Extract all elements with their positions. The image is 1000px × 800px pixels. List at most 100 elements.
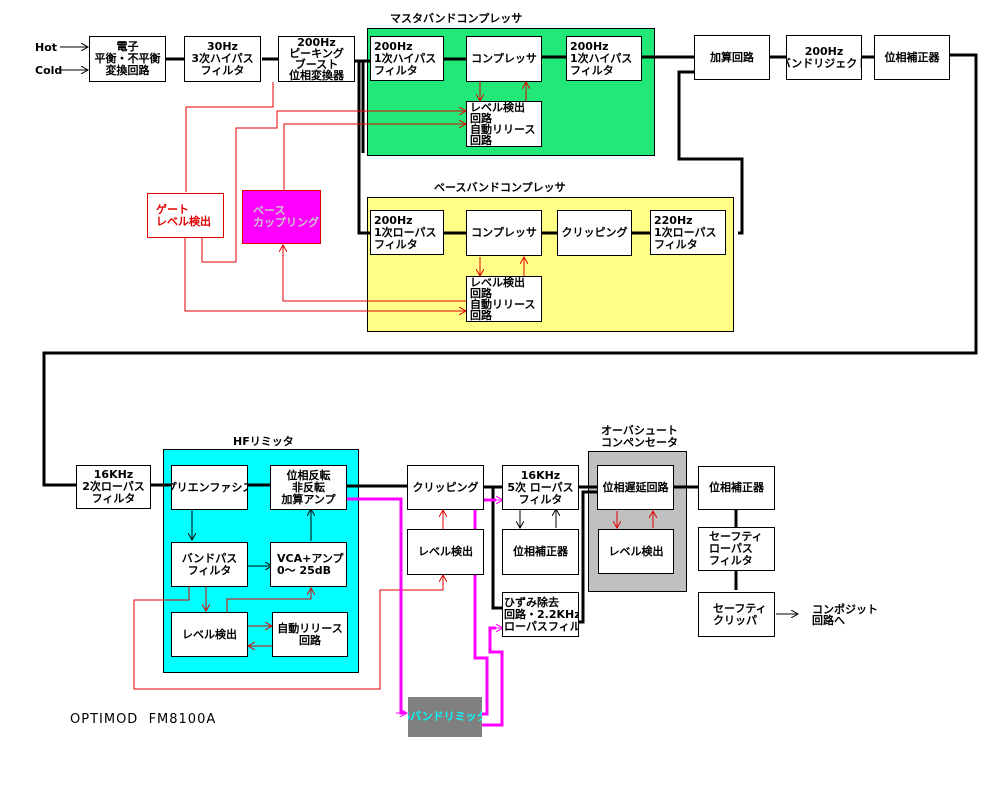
phase2-label: 位相補正器 xyxy=(709,481,764,494)
bass-lpf2-block: 220Hz 1次ローパス フィルタ xyxy=(650,210,726,255)
phase-delay-block: 位相遅延回路 xyxy=(597,465,674,510)
master-hpf2-block: 200Hz 1次ハイパス フィルタ xyxy=(566,36,642,81)
blpf2-line1: 220Hz xyxy=(654,213,693,227)
phase-corrector-1-block: 位相補正器 xyxy=(874,35,950,80)
safety-clipper-block: セーフティ クリッパ xyxy=(698,592,775,637)
coupling-line2: カップリング xyxy=(253,216,319,229)
mhpf2-line2: 1次ハイパス xyxy=(570,51,633,65)
dist-line2: 回路・2.2KHz xyxy=(504,607,579,621)
hpf30-line1: 30Hz xyxy=(207,40,238,53)
clip2level-label: レベル検出 xyxy=(418,545,473,558)
lpf-16khz-5th-block: 16KHz 5次 ローパス フィルタ xyxy=(502,465,579,510)
hot-input-label: Hot xyxy=(35,41,58,54)
ctrl-gate-bass xyxy=(184,238,466,311)
gate-line2: レベル検出 xyxy=(156,214,211,228)
overshoot-title-line2: コンペンセータ xyxy=(601,436,678,449)
lpf-16khz-2nd-block: 16KHz 2次ローパス フィルタ xyxy=(76,465,151,509)
blpf2-line3: フィルタ xyxy=(654,237,698,251)
vca-line1: VCA+アンプ xyxy=(277,551,344,565)
mhpf-line3: フィルタ xyxy=(374,63,418,77)
bclip-label: クリッピング xyxy=(561,226,628,239)
master-band-compressor-title: マスタバンドコンプレッサ xyxy=(390,12,523,25)
mhpf2-line1: 200Hz xyxy=(570,39,609,53)
reject-line1: 200Hz xyxy=(804,44,844,58)
bass-lpf-block: 200Hz 1次ローパス フィルタ xyxy=(370,210,444,255)
invamp-line3: 加算アンプ xyxy=(281,492,336,506)
bass-coupling-block: ベース カップリング xyxy=(242,190,321,244)
blevel-line2: 回路 xyxy=(470,287,492,300)
mlevel-line4: 回路 xyxy=(470,134,492,147)
balance-line1: 電子 xyxy=(116,40,139,53)
bcomp-label: コンプレッサ xyxy=(471,226,537,239)
bass-band-compressor-title: ベースバンドコンプレッサ xyxy=(434,181,566,194)
wire-inv-sixband xyxy=(347,497,406,715)
peaking-line4: 位相変換器 xyxy=(289,69,344,82)
safety-lpf-block: セーフティ ローパス フィルタ xyxy=(698,527,775,571)
blpf-line1: 200Hz xyxy=(374,213,413,227)
vca-amp-block: VCA+アンプ 0〜 25dB xyxy=(270,542,347,587)
balance-converter-block: 電子 平衡・不平衡 変換回路 xyxy=(89,36,166,82)
preemph-label: プリエンファシス xyxy=(172,480,247,494)
hpf-30hz-block: 30Hz 3次ハイパス フィルタ xyxy=(184,36,261,82)
composite-output-label: コンポジット 回路へ xyxy=(812,604,878,626)
mhpf2-line3: フィルタ xyxy=(570,63,614,77)
lpf16-line1: 16KHz xyxy=(93,468,134,481)
ctrl-bpf-clip-level xyxy=(133,575,443,690)
master-compressor-block: コンプレッサ xyxy=(466,36,542,82)
wire-bass-return xyxy=(677,70,744,235)
hf-limiter-title: HFリミッタ xyxy=(233,435,294,448)
adder-label: 加算回路 xyxy=(710,50,754,64)
overshoot-compensator-title: オーバシュート コンペンセータ xyxy=(601,425,678,449)
mhpf-line2: 1次ハイパス xyxy=(374,51,437,65)
hflevel-label: レベル検出 xyxy=(182,627,237,641)
bass-level-detect-block: レベル検出 回路 自動リリース 回路 xyxy=(466,276,542,322)
sixband-label: 6バンドリミッタ xyxy=(408,710,482,723)
cold-input-label: Cold xyxy=(35,64,63,77)
reject-line2: バンドリジェクト xyxy=(787,56,861,70)
invamp-line1: 位相反転 xyxy=(286,468,331,482)
lpf16-line3: フィルタ xyxy=(91,492,136,505)
blevel-line1: レベル検出 xyxy=(470,276,525,289)
peaking-line1: 200Hz xyxy=(297,36,336,49)
ctrl-coupling-master xyxy=(283,124,466,190)
ctrl-level-vca xyxy=(226,588,311,612)
lpf5-line3: フィルタ xyxy=(518,492,563,506)
wire-clip-dist xyxy=(491,487,503,610)
wire-peaking-bass xyxy=(357,61,370,235)
peaking-boost-block: 200Hz ピーキング ブースト 位相変換器 xyxy=(278,36,355,82)
bass-clipping-block: クリッピング xyxy=(557,210,632,256)
safetylpf-line1: セーフティ xyxy=(709,530,763,543)
wire-phase-return xyxy=(42,53,978,487)
phase1-label: 位相補正器 xyxy=(884,50,940,64)
bpf-line1: バンドパス xyxy=(181,551,238,565)
hpf30-line3: フィルタ xyxy=(200,64,245,77)
lpf16-line2: 2次ローパス xyxy=(82,480,145,493)
balance-line3: 変換回路 xyxy=(105,64,150,77)
delay-label: 位相遅延回路 xyxy=(602,480,669,494)
invamp-line2: 非反転 xyxy=(292,480,325,494)
wire-sixband-dist xyxy=(482,626,504,727)
lpf5-line1: 16KHz xyxy=(520,468,561,482)
dist-line1: ひずみ除去 xyxy=(504,595,559,609)
bpf-line2: フィルタ xyxy=(187,563,232,577)
clipping-level-detect-block: レベル検出 xyxy=(407,529,484,575)
mlevel-line1: レベル検出 xyxy=(470,101,525,114)
mlevel-line2: 回路 xyxy=(470,112,492,125)
gate-line1: ゲート xyxy=(156,202,189,216)
ctrl-bass-coupling xyxy=(283,245,466,302)
safetylpf-line2: ローパス xyxy=(709,542,753,555)
overshoot-level-detect-block: レベル検出 xyxy=(598,529,674,574)
lpf-phase-corrector-block: 位相補正器 xyxy=(502,529,579,575)
master-hpf-block: 200Hz 1次ハイパス フィルタ xyxy=(370,36,444,81)
blpf-line3: フィルタ xyxy=(374,237,418,251)
peaking-line2: ピーキング xyxy=(289,47,344,60)
hf-level-detect-block: レベル検出 xyxy=(171,612,248,657)
band-pass-filter-block: バンドパス フィルタ xyxy=(171,542,248,587)
mlevel-line3: 自動リリース xyxy=(470,123,536,136)
adder-block: 加算回路 xyxy=(694,35,770,80)
ctrl-gate-master xyxy=(201,111,466,263)
clipping-block: クリッピング xyxy=(407,465,484,510)
master-level-detect-block: レベル検出 回路 自動リリース 回路 xyxy=(466,101,542,147)
blevel-line4: 回路 xyxy=(470,309,492,322)
